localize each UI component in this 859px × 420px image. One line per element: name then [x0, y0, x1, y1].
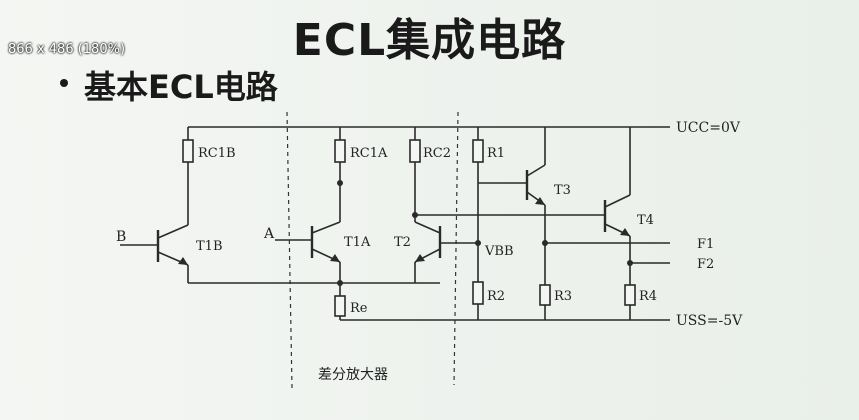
diff-amp-caption: 差分放大器	[318, 367, 388, 383]
label-t2: T2	[394, 235, 411, 250]
resistor-rc2	[409, 139, 421, 163]
label-vbb: VBB	[484, 244, 514, 259]
label-t1a: T1A	[344, 235, 371, 250]
label-rc1b: RC1B	[198, 146, 236, 161]
label-r1: R1	[487, 146, 505, 161]
label-input-b: B	[116, 229, 126, 245]
bullet-item: 基本ECL电路	[60, 62, 278, 108]
resistor-r4	[624, 284, 636, 306]
resistor-rc1b	[182, 139, 194, 163]
bullet-text: 基本ECL电路	[84, 68, 278, 106]
label-re: Re	[350, 301, 368, 316]
label-t3: T3	[554, 183, 571, 198]
node-dot	[337, 180, 343, 186]
label-vss: USS=-5V	[676, 313, 743, 329]
wire	[526, 164, 546, 177]
label-rc1a: RC1A	[350, 146, 388, 161]
wire	[604, 194, 631, 208]
label-f2: F2	[697, 257, 714, 272]
bullet-dot-icon	[60, 79, 68, 87]
slide-title: ECL集成电路	[292, 15, 567, 66]
label-r3: R3	[554, 289, 572, 304]
emitter-arrow-icon	[330, 254, 340, 262]
wire	[311, 221, 341, 234]
divider-right	[453, 111, 459, 386]
resistor-rc1a	[334, 139, 346, 163]
wire	[414, 221, 441, 234]
wire	[157, 224, 189, 239]
emitter-arrow-icon	[535, 197, 545, 205]
emitter-arrow-icon	[415, 254, 425, 262]
resistor-re	[334, 295, 346, 317]
zoom-indicator: 866 x 486 (180%)	[8, 42, 126, 57]
resistor-r3	[539, 284, 551, 306]
label-f1: F1	[697, 237, 714, 252]
label-r4: R4	[639, 289, 657, 304]
label-t1b: T1B	[196, 239, 223, 254]
resistor-r2	[472, 281, 484, 305]
emitter-arrow-icon	[620, 228, 630, 236]
label-r2: R2	[487, 289, 505, 304]
resistor-r1	[472, 139, 484, 163]
label-input-a: A	[263, 226, 275, 242]
emitter-arrow-icon	[178, 257, 188, 265]
label-rc2: RC2	[423, 146, 451, 161]
node-dot	[475, 240, 481, 246]
node-dot	[337, 280, 343, 286]
label-t4: T4	[637, 213, 654, 228]
label-vcc: UCC=0V	[676, 120, 741, 136]
divider-left	[286, 111, 293, 389]
